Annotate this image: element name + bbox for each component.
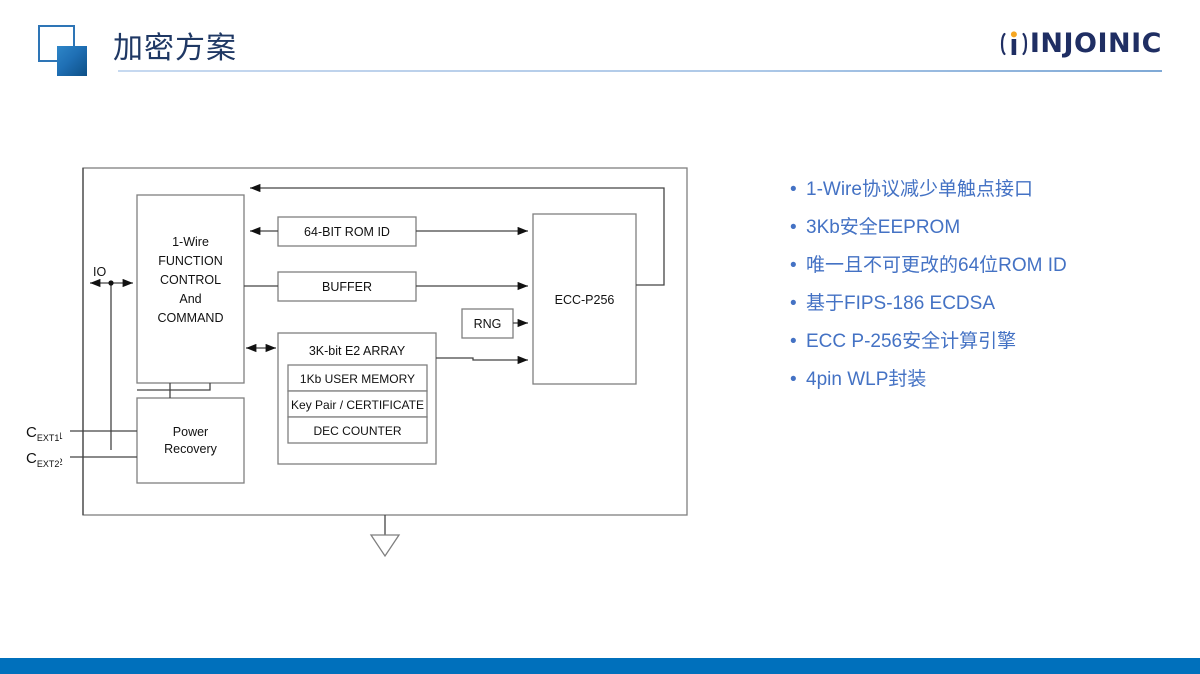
list-item: • 唯一且不可更改的64位ROM ID bbox=[790, 254, 1170, 278]
rom-id-label: 64-BIT ROM ID bbox=[304, 225, 390, 239]
e2-row-2: DEC COUNTER bbox=[313, 424, 401, 438]
bullet-text: 基于FIPS-186 ECDSA bbox=[806, 293, 995, 314]
list-item: • ECC P-256安全计算引擎 bbox=[790, 330, 1170, 354]
pin-cext1: CEXT1 bbox=[26, 424, 59, 443]
e2-row-0: 1Kb USER MEMORY bbox=[300, 372, 415, 386]
cext1-base: C bbox=[26, 424, 37, 441]
bullet-text: 3Kb安全EEPROM bbox=[806, 217, 961, 238]
bullet-marker: • bbox=[790, 179, 797, 200]
e2-array-label: 3K-bit E2 ARRAY bbox=[309, 344, 406, 358]
page-title: 加密方案 bbox=[113, 31, 237, 66]
control-line-1: FUNCTION bbox=[158, 254, 223, 268]
list-item: • 4pin WLP封装 bbox=[790, 368, 1170, 392]
power-line-1: Recovery bbox=[164, 442, 218, 456]
bullet-text: 唯一且不可更改的64位ROM ID bbox=[806, 255, 1067, 276]
bullet-text: 1-Wire协议减少单触点接口 bbox=[806, 179, 1033, 200]
square-stack-icon bbox=[38, 25, 87, 76]
cext2-base: C bbox=[26, 450, 37, 467]
list-item: • 基于FIPS-186 ECDSA bbox=[790, 292, 1170, 316]
bullet-marker: • bbox=[790, 255, 797, 276]
control-line-0: 1-Wire bbox=[172, 235, 209, 249]
feature-bullet-list: • 1-Wire协议减少单触点接口 • 3Kb安全EEPROM • 唯一且不可更… bbox=[790, 178, 1170, 406]
header-divider bbox=[118, 70, 1162, 72]
cext1-sub: EXT1 bbox=[36, 433, 60, 443]
slide-header: 加密方案 INJOINIC bbox=[0, 0, 1200, 76]
bullet-text: ECC P-256安全计算引擎 bbox=[806, 331, 1017, 352]
brand-name: INJOINIC bbox=[1029, 28, 1162, 59]
pin-cext1-label: CEXT1 bbox=[60, 423, 63, 441]
control-line-4: COMMAND bbox=[158, 311, 224, 325]
bullet-text: 4pin WLP封装 bbox=[806, 369, 927, 390]
list-item: • 3Kb安全EEPROM bbox=[790, 216, 1170, 240]
e2-row-1: Key Pair / CERTIFICATE bbox=[291, 398, 424, 412]
brand-logo: INJOINIC bbox=[1000, 28, 1162, 59]
ground-triangle-icon bbox=[369, 534, 401, 558]
rng-label: RNG bbox=[474, 317, 502, 331]
pin-cext2-label: CEXT2 bbox=[60, 449, 63, 467]
injoinic-i-icon bbox=[1000, 29, 1028, 59]
footer-bar bbox=[0, 658, 1200, 674]
bullet-marker: • bbox=[790, 331, 797, 352]
square-outline-shape bbox=[38, 25, 75, 62]
buffer-label: BUFFER bbox=[322, 280, 372, 294]
square-filled-shape bbox=[57, 46, 87, 76]
ecc-label: ECC-P256 bbox=[555, 293, 615, 307]
bullet-marker: • bbox=[790, 293, 797, 314]
block-diagram: 1-Wire FUNCTION CONTROL And COMMAND 64-B… bbox=[60, 150, 740, 570]
power-line-0: Power bbox=[173, 425, 208, 439]
pin-io-label: IO bbox=[93, 265, 106, 279]
control-line-2: CONTROL bbox=[160, 273, 221, 287]
list-item: • 1-Wire协议减少单触点接口 bbox=[790, 178, 1170, 202]
bullet-marker: • bbox=[790, 369, 797, 390]
pin-cext2: CEXT2 bbox=[26, 450, 59, 469]
cext2-sub: EXT2 bbox=[36, 459, 60, 469]
control-line-3: And bbox=[179, 292, 201, 306]
bullet-marker: • bbox=[790, 217, 797, 238]
